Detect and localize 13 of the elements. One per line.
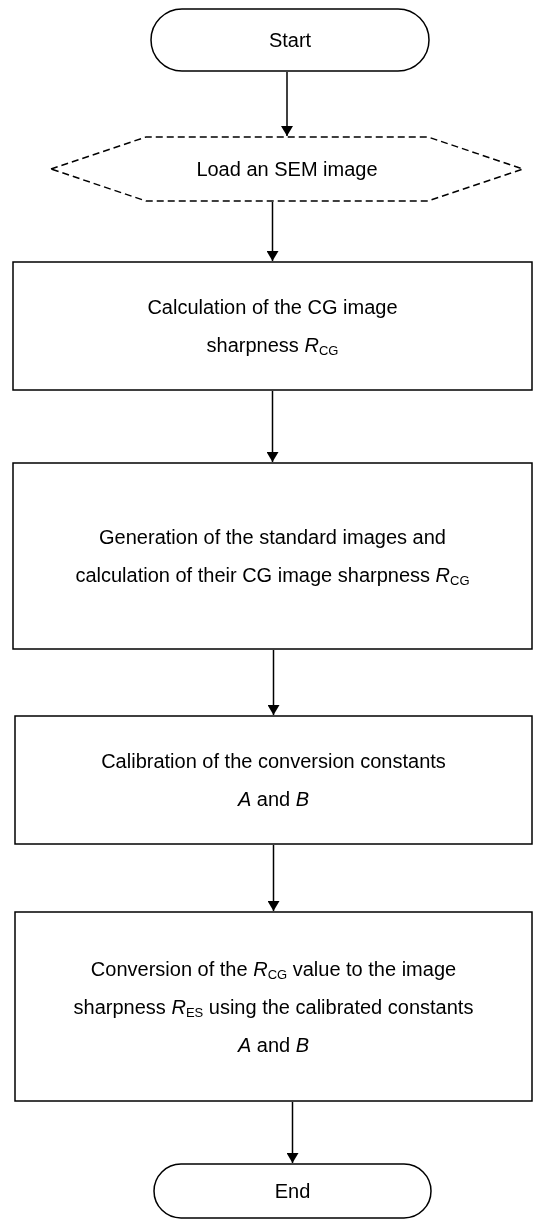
step-text: Generation of the standard images and calculation of their CG image sharpness R$_{CG}$ — [74, 525, 471, 590]
step-text: Calibration of the conversion constants A and B — [100, 749, 447, 812]
arrow — [286, 1101, 299, 1164]
step-text: Load an SEM image — [196, 157, 378, 182]
arrow — [281, 71, 293, 137]
terminal-label: End — [274, 1179, 311, 1204]
step-text: Calculation of the CG image sharpness R$_{CG}$ — [146, 295, 399, 360]
arrow — [266, 201, 279, 262]
arrow — [267, 844, 280, 912]
step-text: Conversion of the R$_{CG}$ value to the image sharpness R$_{ES}$ using the calibrated constants A and B — [72, 956, 475, 1058]
terminal-label: Start — [268, 28, 312, 53]
arrow — [266, 390, 279, 463]
arrow — [267, 649, 280, 716]
